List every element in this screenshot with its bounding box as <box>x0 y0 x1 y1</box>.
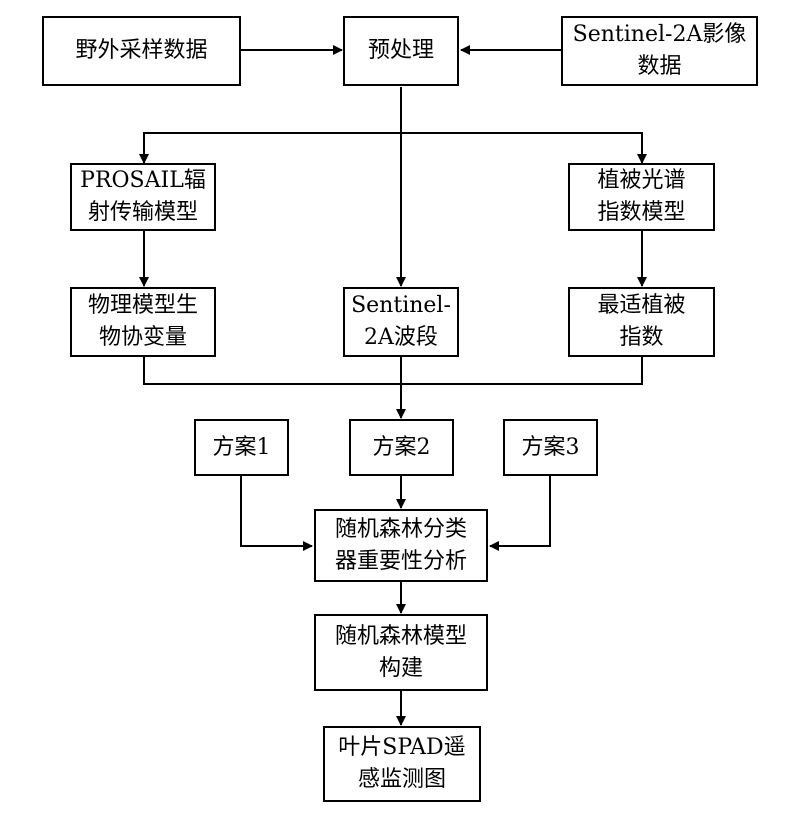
prosail-label-line2: 射传输模型 <box>87 200 198 225</box>
rf-model-label-line1: 随机森林模型 <box>334 623 467 649</box>
sentinel-image-label-line2: 数据 <box>637 54 682 79</box>
plan-1-node: 方案1 <box>194 419 289 476</box>
bio-var-label-line1: 物理模型生 <box>87 293 198 318</box>
plan-2-label: 方案2 <box>372 434 431 460</box>
preprocessing-label: 预处理 <box>367 38 434 63</box>
plan-1-label: 方案1 <box>212 434 271 460</box>
plan-3-node: 方案3 <box>503 419 598 476</box>
field-sampling-data-label: 野外采样数据 <box>75 38 208 63</box>
sentinel-image-label-line1: Sentinel-2A影像 <box>572 22 747 47</box>
arrow-plan3-to-rf-importance <box>489 476 551 551</box>
prosail-model-node: PROSAIL辐 射传输模型 <box>70 163 216 231</box>
bands-label-line1: Sentinel- <box>351 293 451 318</box>
sentinel-image-data-node: Sentinel-2A影像 数据 <box>561 16 758 86</box>
rf-importance-label-line2: 器重要性分析 <box>334 548 467 574</box>
bio-var-label-line2: 物协变量 <box>98 325 187 350</box>
optimal-vegetation-index-node: 最适植被 指数 <box>568 287 715 357</box>
line-bio-var-merge <box>143 357 643 385</box>
biophysical-variable-node: 物理模型生 物协变量 <box>70 287 216 357</box>
spad-map-label-line1: 叶片SPAD遥 <box>338 735 466 760</box>
rf-importance-node: 随机森林分类 器重要性分析 <box>314 509 488 582</box>
rf-model-node: 随机森林模型 构建 <box>314 614 488 691</box>
vi-model-label-line1: 植被光谱 <box>597 168 686 193</box>
sentinel-bands-node: Sentinel- 2A波段 <box>343 287 459 357</box>
rf-model-label-line2: 构建 <box>378 655 423 681</box>
bands-label-line2: 2A波段 <box>364 325 438 350</box>
arrow-preprocess-to-prosail <box>139 132 401 164</box>
rf-importance-label-line1: 随机森林分类 <box>334 516 467 542</box>
arrow-plan1-to-rf-importance <box>240 476 313 551</box>
field-sampling-data-node: 野外采样数据 <box>42 16 241 86</box>
vi-model-label-line2: 指数模型 <box>597 200 686 225</box>
prosail-label-line1: PROSAIL辐 <box>80 168 206 193</box>
arrow-preprocess-to-vi-model <box>401 132 647 164</box>
plan-2-node: 方案2 <box>349 419 454 476</box>
preprocessing-node: 预处理 <box>343 16 459 86</box>
spad-map-label-line2: 感监测图 <box>357 767 446 792</box>
vegetation-index-model-node: 植被光谱 指数模型 <box>568 163 715 231</box>
plan-3-label: 方案3 <box>521 434 580 460</box>
best-vi-label-line1: 最适植被 <box>597 293 686 318</box>
spad-map-node: 叶片SPAD遥 感监测图 <box>323 726 481 802</box>
best-vi-label-line2: 指数 <box>619 325 664 350</box>
